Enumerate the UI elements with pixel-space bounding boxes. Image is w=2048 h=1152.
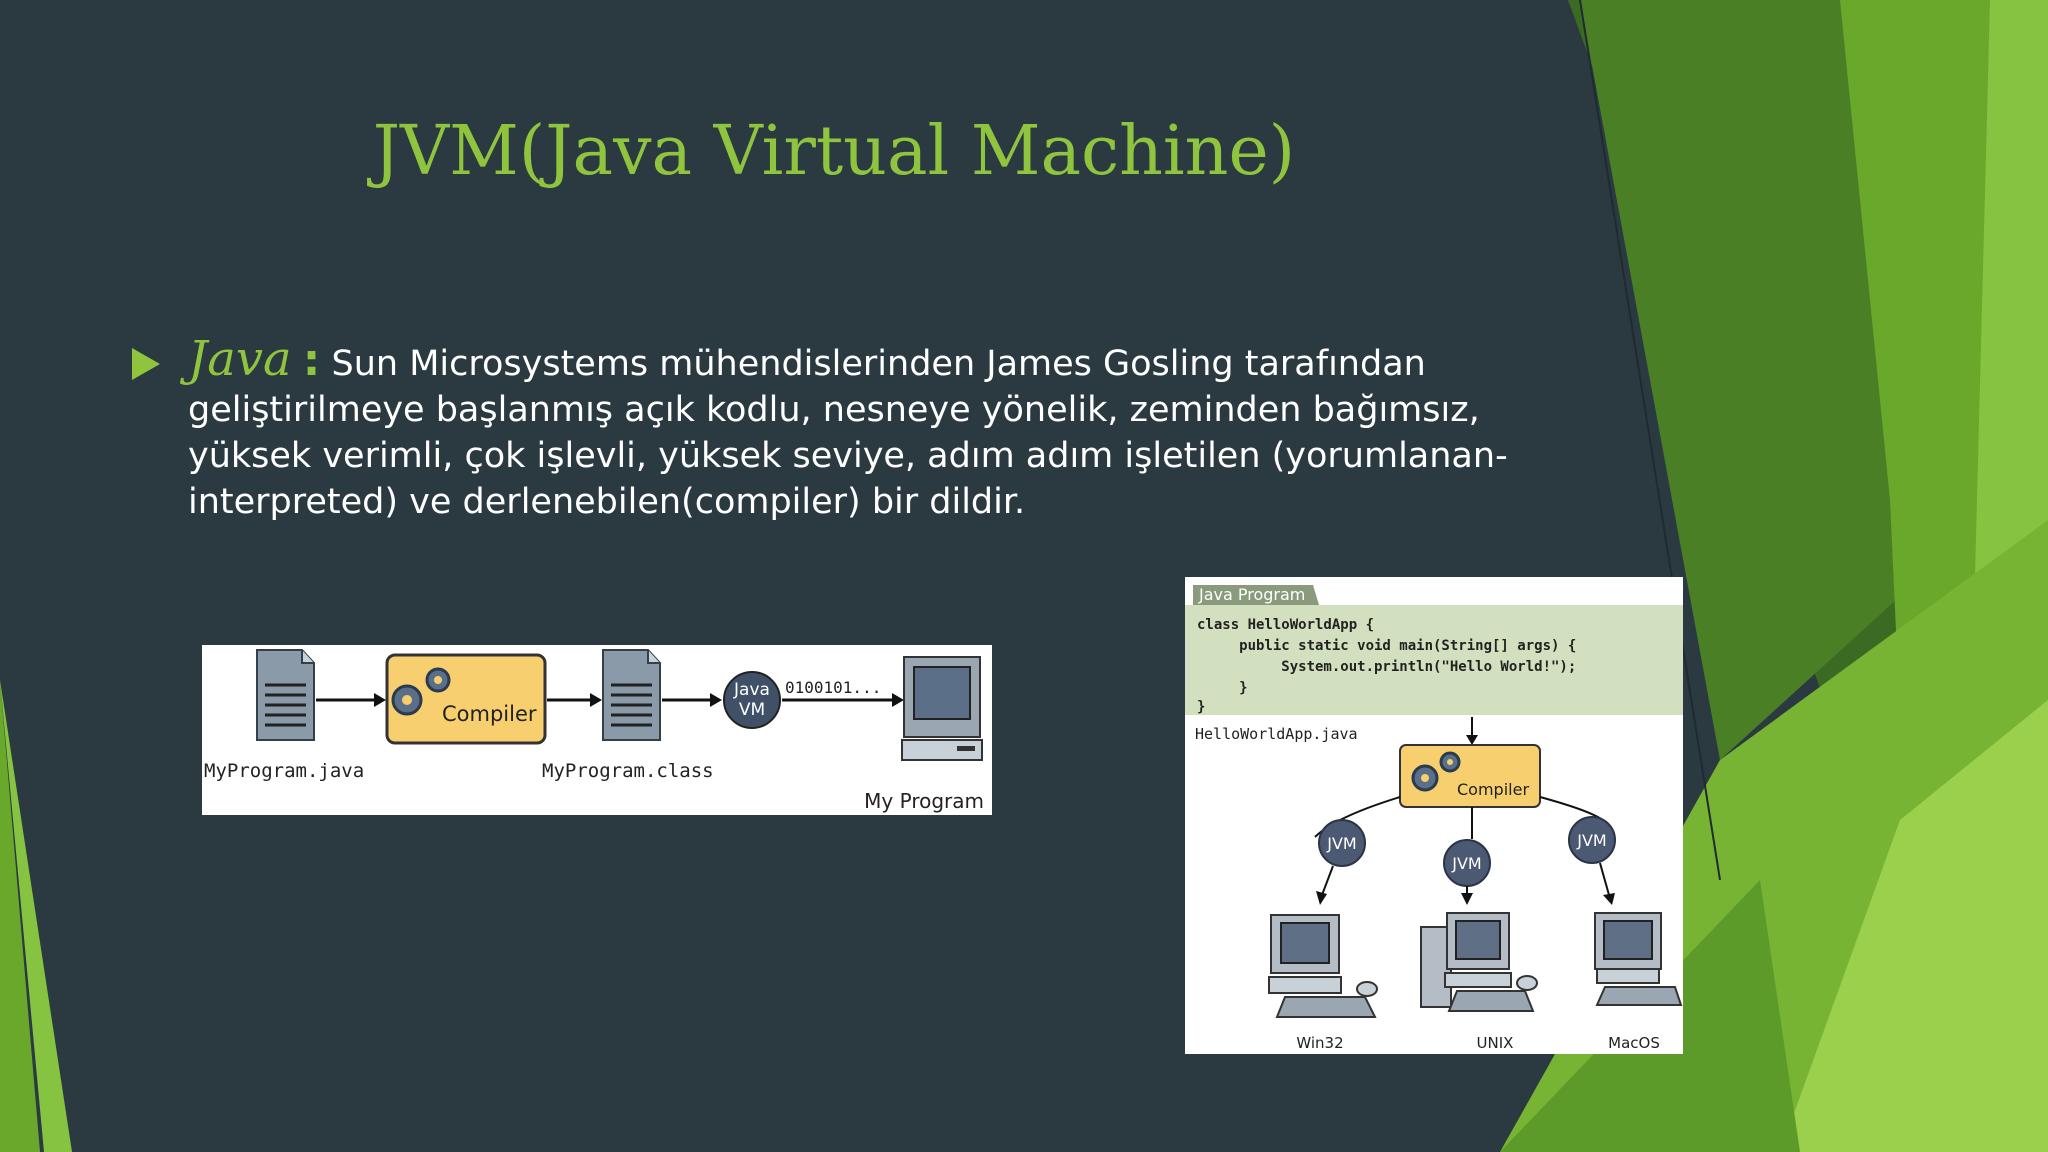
class-file-label: MyProgram.class <box>542 760 714 782</box>
java-vm-circle <box>723 671 781 729</box>
bullet-text: Sun Microsystems mühendislerinden James … <box>188 344 1508 522</box>
jvm-label: JVM <box>1451 854 1481 873</box>
code-line: } <box>1197 699 1205 715</box>
code-panel <box>1185 605 1683 715</box>
arrow-icon <box>892 693 904 707</box>
code-line: System.out.println("Hello World!"); <box>1197 659 1576 675</box>
source-file-icon <box>256 649 315 741</box>
source-file-label: HelloWorldApp.java <box>1195 725 1358 743</box>
platform-independence-diagram: Java Program class HelloWorldApp { publi… <box>1185 577 1683 1054</box>
binary-label: 0100101... <box>785 678 881 697</box>
bullet-lead: Java <box>188 331 292 387</box>
compile-pipeline-diagram: MyProgram.java Compiler MyProgram.class <box>202 645 992 815</box>
code-line: public static void main(String[] args) { <box>1197 638 1576 654</box>
slide-title: JVM(Java Virtual Machine) <box>372 112 1296 191</box>
platform-label-unix: UNIX <box>1477 1034 1514 1052</box>
arrow-icon <box>1316 891 1327 905</box>
java-program-tab: Java Program <box>1198 585 1305 604</box>
vm-label-line2: VM <box>739 700 765 720</box>
arrow-icon <box>1466 735 1478 745</box>
arrow-icon <box>710 693 722 707</box>
jvm-label: JVM <box>1326 834 1356 853</box>
unix-computer-icon <box>1420 912 1538 1012</box>
platform-label-win32: Win32 <box>1296 1034 1343 1052</box>
tab-shape <box>1193 585 1319 605</box>
bullet-arrow-icon <box>132 348 160 380</box>
platform-label-macos: MacOS <box>1608 1034 1660 1052</box>
class-file-icon <box>602 649 661 741</box>
jvm-label: JVM <box>1576 831 1606 850</box>
compiler-label: Compiler <box>442 702 537 726</box>
arrow-icon <box>590 693 602 707</box>
win32-computer-icon <box>1268 914 1378 1018</box>
macos-computer-icon <box>1594 912 1683 1006</box>
source-file-label: MyProgram.java <box>204 760 364 782</box>
compiler-box <box>1399 744 1541 808</box>
bullet-paragraph: Java : Sun Microsystems mühendislerinden… <box>188 335 1518 525</box>
arrow-icon <box>1603 893 1615 905</box>
jvm-circle <box>1318 819 1366 867</box>
bullet-colon: : <box>302 335 321 386</box>
computer-icon <box>901 656 983 761</box>
arrow-icon <box>374 693 386 707</box>
jvm-circle <box>1568 816 1616 864</box>
code-line: } <box>1197 680 1248 696</box>
vm-label-line1: Java <box>733 680 770 700</box>
code-line: class HelloWorldApp { <box>1197 617 1374 633</box>
output-label: My Program <box>864 789 984 813</box>
arrow-icon <box>1461 893 1473 905</box>
compiler-box <box>385 653 547 745</box>
compiler-label: Compiler <box>1457 780 1529 799</box>
